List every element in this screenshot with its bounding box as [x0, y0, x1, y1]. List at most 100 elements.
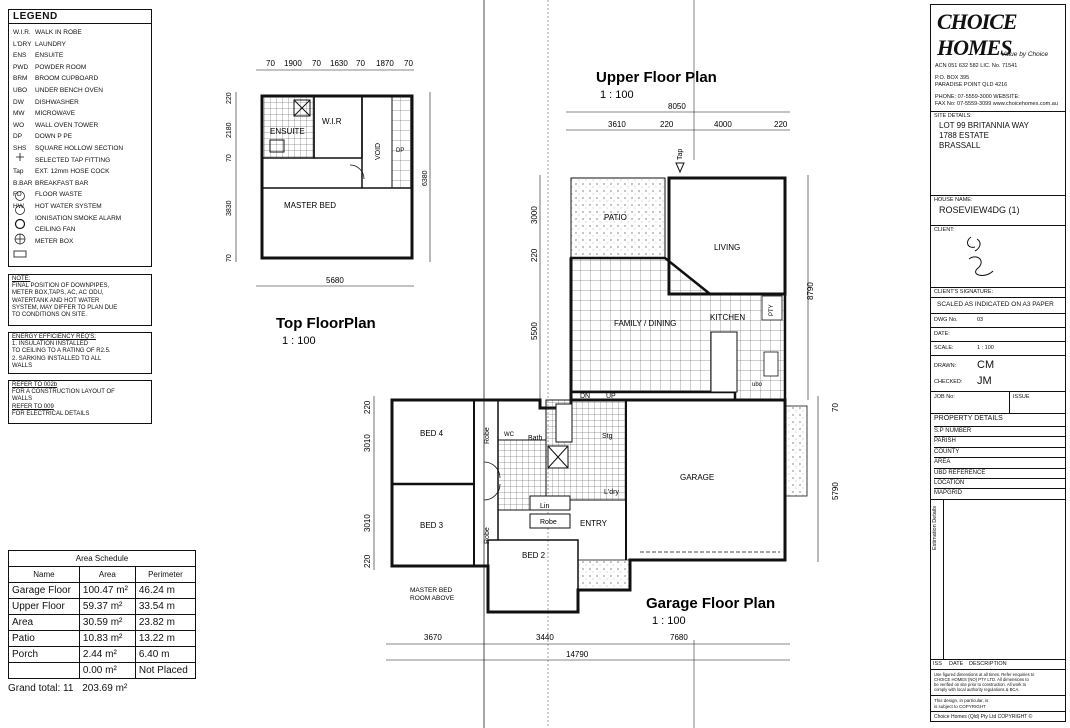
legend-text: HOT WATER SYSTEM	[35, 203, 102, 210]
upper-room-living: LIVING	[714, 243, 740, 252]
legend-text: CEILING FAN	[35, 226, 76, 234]
copy-line-1: This design, in particular, is	[934, 698, 989, 703]
top-left-dim-0: 220	[226, 92, 233, 104]
legend-abbr: DW	[13, 98, 24, 106]
upper-left-dim-1: 220	[530, 248, 539, 262]
garage-plan-title: Garage Floor Plan	[646, 595, 775, 612]
note-line: TO CONDITIONS ON SITE.	[12, 311, 87, 318]
legend-text: METER BOX	[35, 237, 74, 245]
top-dim-6: 70	[404, 59, 413, 68]
energy-text: ENERGY EFFICIENCY REQ'S:1. INSULATION IN…	[9, 333, 151, 371]
property-item: LOCATION	[934, 478, 1066, 486]
upper-room-kitchen: KITCHEN	[710, 313, 745, 322]
garage-right-dim-0: 70	[831, 403, 840, 412]
brand-acn: ACN 051 632 582 LIC. No. 71541	[935, 63, 1018, 69]
note-line: WALLS	[12, 396, 33, 403]
site-line-0: LOT 99 BRITANNIA WAY	[939, 121, 1029, 130]
garage-master-note-0: MASTER BED	[410, 587, 453, 594]
house-name: ROSEVIEW4DG (1)	[939, 205, 1020, 215]
client-signature-icon	[967, 236, 994, 276]
note-line: REFER TO 009	[12, 403, 54, 410]
legend-item: CEILING FAN	[13, 226, 75, 233]
upper-left-dim-0: 3000	[530, 206, 539, 224]
garage-left-dim-2: 3010	[363, 514, 372, 532]
top-plan-scale: 1 : 100	[282, 335, 316, 347]
legend-text: IONISATION SMOKE ALARM	[35, 214, 122, 222]
upper-stair-dn: DN	[580, 393, 590, 400]
estimation-column	[931, 499, 944, 659]
legend-abbr: DP	[13, 133, 23, 141]
garage-room-wc: WC	[504, 432, 515, 438]
client-label: CLIENT:	[934, 227, 955, 233]
drawn-value: CM	[977, 359, 995, 371]
legend-text: BREAKFAST BAR	[35, 179, 89, 187]
note-line: REFER TO 002b	[12, 382, 58, 388]
scaled-note: SCALED AS INDICATED ON A3 PAPER	[937, 301, 1054, 308]
brand-address-1: PARADISE POINT QLD 4216	[935, 82, 1008, 88]
legend-abbr: W.I.R.	[13, 29, 31, 36]
note-line: 2. SARKING INSTALLED TO ALL	[12, 355, 102, 362]
top-room-wir: W.I.R	[322, 117, 342, 126]
note-heading: ENERGY EFFICIENCY REQ'S:	[12, 334, 96, 340]
garage-left-dim-0: 220	[363, 400, 372, 414]
legend-text: LAUNDRY	[35, 40, 66, 48]
top-dim-1: 1900	[284, 59, 302, 68]
upper-room-pty: PTY	[769, 304, 775, 316]
top-dim-5: 1870	[376, 59, 394, 68]
upper-dim-total: 8050	[668, 102, 686, 111]
dwg-label: DWG No.	[934, 317, 958, 323]
brand-tagline: Value by Choice	[1001, 51, 1049, 58]
upper-tap-label: Tap	[677, 149, 684, 160]
floor-waste-icon	[15, 191, 25, 201]
fine-2: be verified on site prior to constructio…	[934, 682, 1027, 687]
brand-phone: PHONE: 07-5559-3000 WEBSITE:	[935, 94, 1020, 100]
job-label: JOB No:	[934, 394, 955, 400]
fine-1: CHOICE HOMES (NO) PTY LTD. All dimension…	[934, 677, 1029, 682]
fine-0: Use figured dimensions at all times. Ref…	[934, 672, 1035, 677]
garage-bottom-dim-2: 7680	[670, 633, 688, 642]
top-room-ensuite: ENSUITE	[270, 127, 305, 136]
table-cell: 0.00 m²	[78, 662, 136, 679]
issue-label: ISSUE	[1013, 394, 1030, 400]
rev-col-description: DESCRIPTION	[969, 661, 1007, 667]
legend-text: POWDER ROOM	[35, 63, 87, 71]
legend-item: METER BOX	[13, 238, 73, 245]
copyright: Choice Homes (Qld) Pty Ltd COPYRIGHT ©	[934, 714, 1033, 720]
rev-col-date: DATE	[949, 661, 964, 667]
estimation-label: Estimation Details	[932, 505, 939, 551]
top-dim-4: 70	[356, 59, 365, 68]
fine-3: comply with local authority regulations …	[934, 687, 1020, 692]
legend-icons	[13, 153, 27, 258]
legend-text: MICROWAVE	[35, 110, 76, 118]
title-block: CHOICE HOMES Value by Choice ACN 051 632…	[930, 4, 1066, 722]
note-line: WALLS	[12, 362, 33, 369]
garage-room-garage: GARAGE	[680, 473, 714, 482]
upper-plan-title: Upper Floor Plan	[596, 69, 717, 86]
upper-dim-1: 220	[660, 120, 674, 129]
top-dim-2: 70	[312, 59, 321, 68]
note-line: WATERTANK AND HOT WATER	[12, 297, 100, 304]
date-label: DATE:	[934, 331, 950, 337]
garage-room-lin: Lin	[540, 503, 549, 510]
legend-abbr: B.BAR	[13, 179, 33, 187]
garage-room-bed2: BED 2	[522, 551, 546, 560]
top-room-master: MASTER BED	[284, 201, 336, 210]
top-dim-3: 1630	[330, 59, 348, 68]
rev-col-iss: ISS	[933, 661, 942, 667]
upper-right-dim: 8790	[806, 282, 815, 300]
property-item: AREA	[934, 457, 1066, 465]
copy-line-2: is subject to COPYRIGHT	[934, 704, 986, 709]
property-item: PARISH	[934, 436, 1066, 444]
top-plan-title: Top FloorPlan	[276, 315, 376, 332]
property-item: UBD REFERENCE	[934, 467, 1066, 476]
